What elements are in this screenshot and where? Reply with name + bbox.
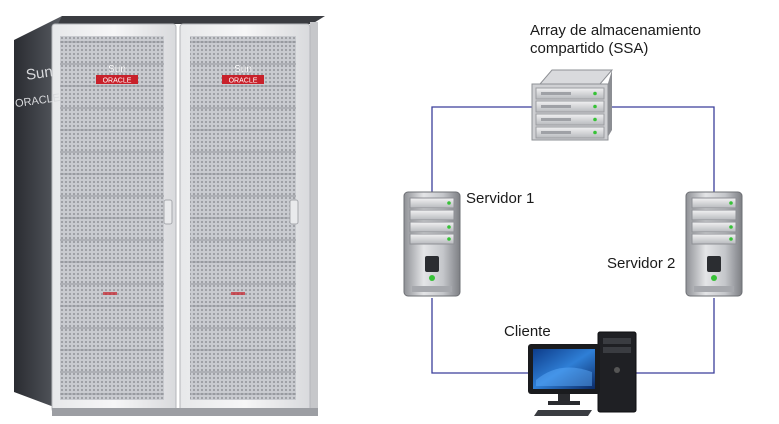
server-2-icon	[685, 191, 743, 297]
rack-cabinet: Sun ORACLE Sun ORACLE Sun ORACLE	[14, 16, 325, 416]
connection-lines	[431, 106, 715, 374]
server-2-label: Servidor 2	[607, 255, 676, 272]
storage-array-label-line1: Array de almacenamiento	[530, 22, 701, 39]
rack-badge-left: Sun ORACLE	[96, 64, 138, 85]
rack-door-left	[51, 23, 177, 413]
server-1-icon	[403, 191, 461, 297]
rack-door-right	[179, 23, 311, 413]
server-1-label: Servidor 1	[466, 190, 535, 207]
link-server1-storage	[431, 106, 532, 195]
client-label: Cliente	[504, 323, 551, 340]
cluster-diagram	[403, 69, 743, 416]
link-server1-client	[431, 298, 528, 374]
link-storage-server2	[612, 106, 715, 195]
badge-right-oracle-text: ORACLE	[229, 78, 258, 85]
client-computer-icon	[528, 331, 637, 416]
badge-right-sun-text: Sun	[234, 64, 252, 75]
storage-array-label: Array de almacenamiento compartido (SSA)	[530, 22, 701, 58]
storage-array-icon	[531, 69, 614, 141]
badge-left-oracle-text: ORACLE	[103, 78, 132, 85]
storage-array-label-line2: compartido (SSA)	[530, 40, 649, 57]
rack-badge-right: Sun ORACLE	[222, 64, 264, 85]
badge-left-sun-text: Sun	[108, 64, 126, 75]
rack-side-sun-text: Sun	[25, 63, 54, 84]
link-server2-client	[636, 298, 715, 374]
